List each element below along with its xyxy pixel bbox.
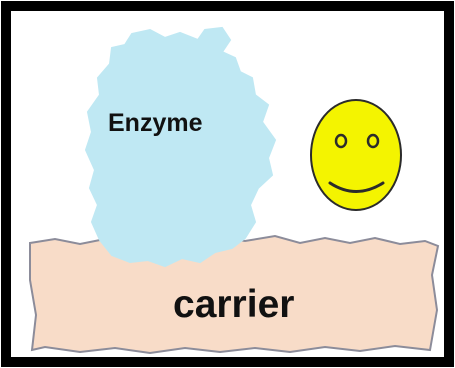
smiley-face-icon: [311, 100, 401, 210]
carrier-label: carrier: [173, 283, 294, 326]
smiley-head: [311, 100, 401, 210]
smiley-left-eye: [336, 135, 346, 147]
enzyme-label: Enzyme: [108, 109, 203, 137]
smiley-right-eye: [368, 135, 378, 147]
